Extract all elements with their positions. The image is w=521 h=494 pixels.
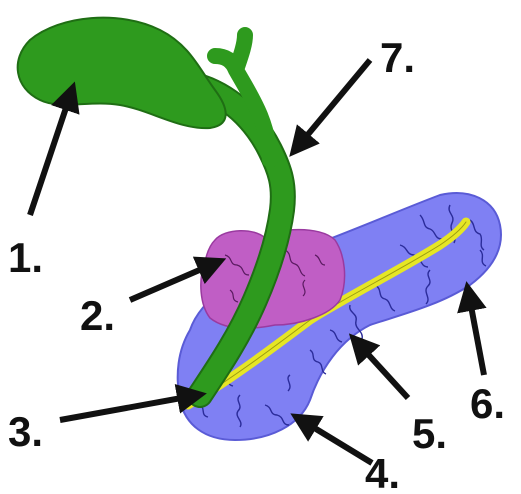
arrow-1 [30,90,72,215]
label-5: 5. [412,410,447,457]
label-6: 6. [470,380,505,427]
label-3: 3. [8,408,43,455]
gallbladder [18,18,226,128]
arrow-4 [298,418,372,463]
label-4: 4. [365,450,400,494]
arrow-3 [60,395,198,420]
label-1: 1. [8,234,43,281]
arrow-5 [355,340,408,398]
label-2: 2. [80,292,115,339]
arrow-7 [295,60,370,150]
arrow-6 [468,290,484,375]
label-7: 7. [380,34,415,81]
